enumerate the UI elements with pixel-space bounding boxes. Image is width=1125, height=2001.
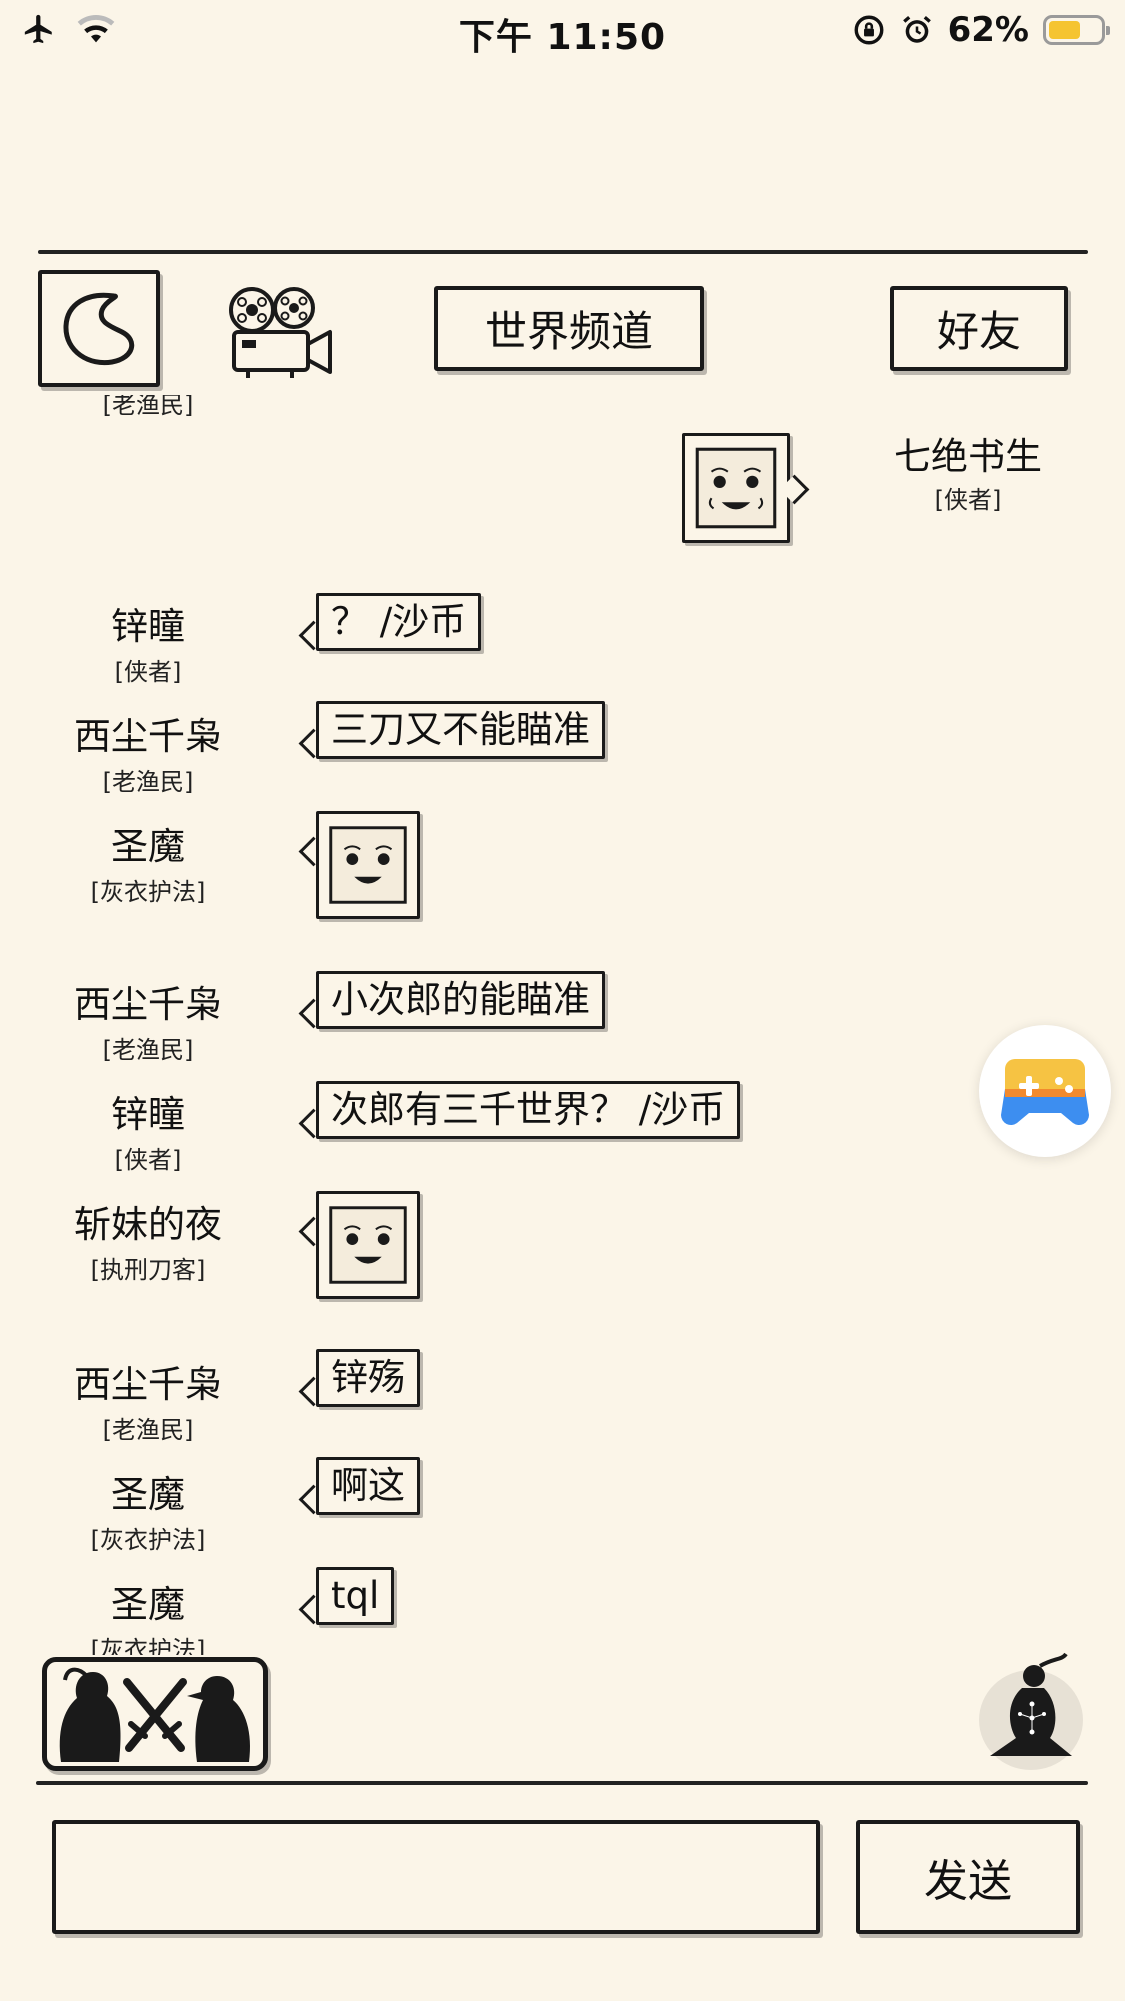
- header-divider: [38, 250, 1088, 254]
- meditating-figure-icon: [979, 1652, 1083, 1770]
- sticker-bubble[interactable]: [316, 1191, 420, 1299]
- back-arrow-icon: [63, 292, 135, 366]
- message-nickname[interactable]: 西尘千枭: [74, 983, 222, 1026]
- duel-button[interactable]: [42, 1657, 268, 1771]
- smiling-face-sticker-icon: [329, 1206, 407, 1284]
- status-left: [22, 12, 116, 46]
- message-rank: [灰衣护法]: [90, 878, 206, 906]
- send-button[interactable]: 发送: [856, 1820, 1080, 1934]
- message-nickname[interactable]: 锌瞳: [111, 605, 185, 648]
- self-sticker-bubble[interactable]: [682, 433, 790, 543]
- message-bubble[interactable]: ？ /沙币: [316, 593, 482, 651]
- message-input[interactable]: [56, 1824, 816, 1930]
- message-bubble[interactable]: 三刀又不能瞄准: [316, 701, 605, 759]
- message-bubble[interactable]: tql: [316, 1567, 395, 1625]
- status-right: 62%: [852, 10, 1110, 50]
- crossed-swords-duel-icon: [59, 1667, 251, 1762]
- footer-divider: [36, 1781, 1088, 1785]
- status-time: 下午 11:50: [458, 17, 667, 58]
- message-rank: [老渔民]: [102, 1416, 194, 1444]
- game-center-float-button[interactable]: [979, 1025, 1111, 1157]
- message-nickname[interactable]: 圣魔: [111, 825, 185, 868]
- message-rank: [老渔民]: [102, 395, 194, 419]
- channel-title-button[interactable]: 世界频道: [434, 286, 704, 371]
- friends-label: 好友: [936, 307, 1021, 356]
- send-label: 发送: [924, 1856, 1012, 1907]
- message-bubble[interactable]: 锌殇: [316, 1349, 420, 1407]
- message-rank: [侠者]: [114, 1146, 182, 1174]
- message-nickname[interactable]: 锌瞳: [111, 1093, 185, 1136]
- self-nickname[interactable]: 七绝书生: [894, 435, 1042, 478]
- message-rank: [侠者]: [114, 658, 182, 686]
- gamepad-icon: [1001, 1059, 1089, 1125]
- message-nickname[interactable]: 西尘千枭: [74, 1363, 222, 1406]
- message-nickname[interactable]: 西尘千枭: [74, 715, 222, 758]
- self-rank: [侠者]: [934, 486, 1002, 514]
- back-button[interactable]: [38, 270, 160, 387]
- message-rank: [执刑刀客]: [90, 1256, 206, 1284]
- battery-fill: [1049, 21, 1080, 39]
- status-bar: 下午 11:50 62%: [0, 0, 1125, 62]
- message-nickname[interactable]: 斩妹的夜: [74, 1203, 222, 1246]
- movie-camera-icon: [229, 287, 332, 378]
- channel-title: 世界频道: [484, 307, 653, 356]
- message-bubble[interactable]: 次郎有三千世界？ /沙币: [316, 1081, 741, 1139]
- message-bubble[interactable]: 啊这: [316, 1457, 420, 1515]
- rotation-lock-icon: [854, 15, 884, 45]
- message-nickname[interactable]: 圣魔: [111, 1583, 185, 1626]
- message-rank: [老渔民]: [102, 1036, 194, 1064]
- smiling-face-sticker-icon: [329, 826, 407, 904]
- message-bubble[interactable]: 小次郎的能瞄准: [316, 971, 605, 1029]
- chat-message-list[interactable]: [老渔民] 七绝书生 [侠者] 锌瞳 [侠者] ？ /沙币 西尘千枭 [老渔民]…: [0, 395, 1125, 1655]
- alarm-icon: [902, 15, 931, 43]
- friends-button[interactable]: 好友: [890, 286, 1068, 371]
- sticker-bubble[interactable]: [316, 811, 420, 919]
- wifi-icon: [77, 15, 115, 43]
- meditation-skills-button[interactable]: [976, 1652, 1086, 1772]
- replay-camera-button[interactable]: [222, 282, 340, 382]
- message-rank: [老渔民]: [102, 768, 194, 796]
- message-rank: [灰衣护法]: [90, 1636, 206, 1655]
- message-rank: [灰衣护法]: [90, 1526, 206, 1554]
- smiling-face-sticker-icon: [695, 447, 777, 529]
- airplane-icon: [24, 14, 52, 44]
- message-nickname[interactable]: 圣魔: [111, 1473, 185, 1516]
- message-input-box[interactable]: [52, 1820, 820, 1934]
- battery-icon: [1043, 15, 1110, 45]
- battery-percent: 62%: [947, 10, 1029, 50]
